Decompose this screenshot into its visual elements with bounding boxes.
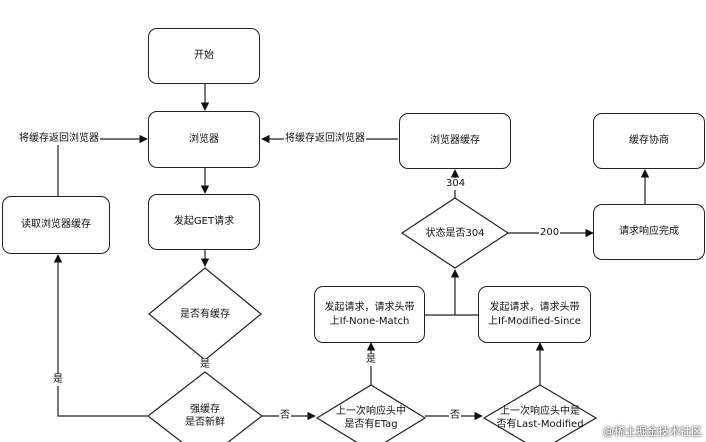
decision-has-etag-shape	[315, 384, 427, 442]
node-request-if-none-match-line1: 发起请求，请求头带	[324, 301, 415, 313]
node-request-if-modified-since: 发起请求，请求头带 上If-Modified-Since	[478, 286, 591, 343]
decision-has-last-modified: 上一次响应头中是 否有Last-Modified	[484, 404, 596, 432]
decision-is-fresh: 强缓存 是否新鲜	[148, 402, 262, 430]
edge-readcache-browser	[57, 134, 148, 196]
node-start: 开始	[148, 28, 260, 84]
decision-has-last-modified-line1: 上一次响应头中是	[500, 406, 580, 417]
decision-is-fresh-line2: 是否新鲜	[185, 417, 225, 428]
decision-is-fresh-shape	[147, 371, 263, 442]
decision-is-fresh-line1: 强缓存	[190, 404, 220, 415]
node-browser: 浏览器	[148, 111, 260, 168]
node-read-cache: 读取浏览器缓存	[2, 196, 110, 254]
edge-requests-status	[425, 269, 478, 316]
label-200: 200	[539, 227, 561, 239]
decision-status-304-shape	[400, 197, 510, 269]
node-request-if-modified-since-line1: 发起请求，请求头带	[489, 301, 580, 313]
decision-has-last-modified-shape	[482, 384, 598, 442]
node-request-if-none-match: 发起请求，请求头带 上If-None-Match	[314, 286, 425, 343]
label-no-fresh: 否	[279, 410, 291, 422]
label-304: 304	[445, 178, 467, 190]
node-cache-negotiate: 缓存协商	[593, 113, 705, 169]
decision-has-etag-line1: 上一次响应头中	[336, 406, 406, 417]
node-request-if-none-match-line2: 上If-None-Match	[329, 315, 410, 327]
node-send-get: 发起GET请求	[148, 194, 260, 250]
node-browser-cache: 浏览器缓存	[399, 113, 511, 169]
label-return-cache-left: 将缓存返回浏览器	[18, 133, 100, 145]
decision-has-etag: 上一次响应头中 是否有ETag	[317, 404, 425, 432]
decision-has-etag-line2: 是否有ETag	[344, 419, 398, 430]
label-yes-etag: 是	[365, 354, 377, 366]
edge-fresh-readcache	[53, 254, 148, 417]
decision-status-304: 状态是否304	[425, 227, 485, 239]
label-yes-has-cache: 是	[199, 359, 211, 371]
decision-has-cache: 是否有缓存	[180, 308, 230, 320]
label-yes-fresh: 是	[52, 374, 64, 386]
node-request-if-modified-since-line2: 上If-Modified-Since	[488, 315, 581, 327]
node-request-done: 请求响应完成	[593, 204, 705, 260]
label-return-cache-right: 将缓存返回浏览器	[284, 133, 366, 145]
watermark: @稀土掘金技术社区	[603, 425, 702, 438]
decision-has-last-modified-line2: 否有Last-Modified	[496, 419, 584, 430]
label-no-etag: 否	[449, 410, 461, 422]
